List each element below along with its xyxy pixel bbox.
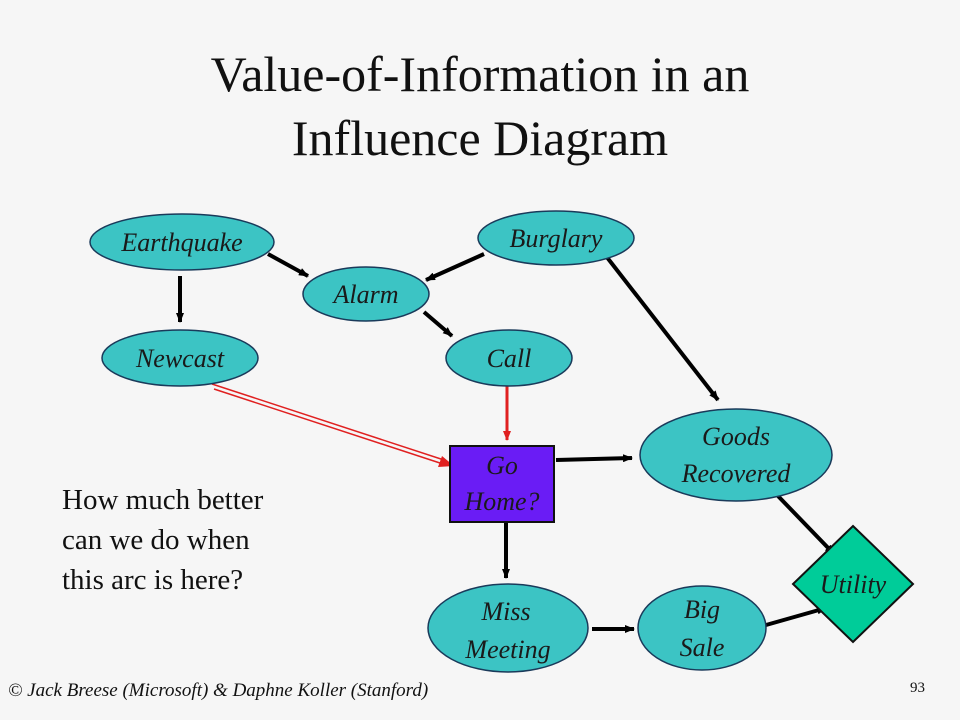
question-line-3: this arc is here? — [62, 564, 244, 596]
arc-big-sale-utility — [765, 606, 827, 627]
utility-label: Utility — [820, 570, 887, 599]
title-line-1: Value-of-Information in an — [210, 46, 750, 102]
burglary-label: Burglary — [510, 224, 603, 253]
go-home-label-2: Home? — [463, 487, 539, 516]
node-newcast: Newcast — [101, 329, 259, 387]
copyright-footer: © Jack Breese (Microsoft) & Daphne Kolle… — [8, 680, 429, 701]
node-miss-meeting: Miss Meeting — [427, 583, 589, 673]
arc-alarm-call — [422, 310, 454, 338]
node-big-sale: Big Sale — [637, 585, 767, 671]
question-text: How much better can we do when this arc … — [62, 480, 263, 600]
node-go-home: Go Home? — [449, 445, 555, 523]
page-number: 93 — [910, 680, 925, 696]
node-goods-recovered: Goods Recovered — [639, 408, 833, 502]
question-line-1: How much better — [62, 484, 264, 516]
node-earthquake: Earthquake — [89, 213, 275, 271]
node-burglary: Burglary — [477, 210, 635, 266]
node-call: Call — [445, 329, 573, 387]
arc-goods-recovered-utility — [776, 494, 836, 556]
slide-title: Value-of-Information in an Influence Dia… — [0, 42, 960, 170]
arc-go-home-goods-recovered — [555, 454, 633, 463]
earthquake-label: Earthquake — [120, 228, 242, 257]
big-sale-label-2: Sale — [680, 633, 725, 662]
arc-newcast-go-home-rail-2 — [213, 388, 447, 466]
big-sale-label-1: Big — [684, 595, 720, 624]
question-line-2: can we do when — [62, 524, 250, 556]
arc-burglary-goods-recovered — [604, 254, 720, 402]
arcs — [176, 252, 836, 633]
title-line-2: Influence Diagram — [291, 110, 669, 166]
node-utility: Utility — [791, 524, 915, 644]
goods-recovered-label-2: Recovered — [681, 459, 792, 488]
arc-burglary-alarm — [425, 252, 485, 282]
newcast-label: Newcast — [135, 344, 225, 373]
call-label: Call — [487, 344, 532, 373]
miss-meeting-label-1: Miss — [480, 597, 530, 626]
goods-recovered-label-1: Goods — [702, 422, 770, 451]
arc-earthquake-alarm — [267, 252, 309, 278]
alarm-label: Alarm — [332, 280, 399, 309]
node-alarm: Alarm — [302, 266, 430, 322]
miss-meeting-label-2: Meeting — [464, 635, 550, 664]
go-home-label-1: Go — [486, 451, 518, 480]
arc-newcast-go-home-rail-1 — [211, 383, 445, 461]
